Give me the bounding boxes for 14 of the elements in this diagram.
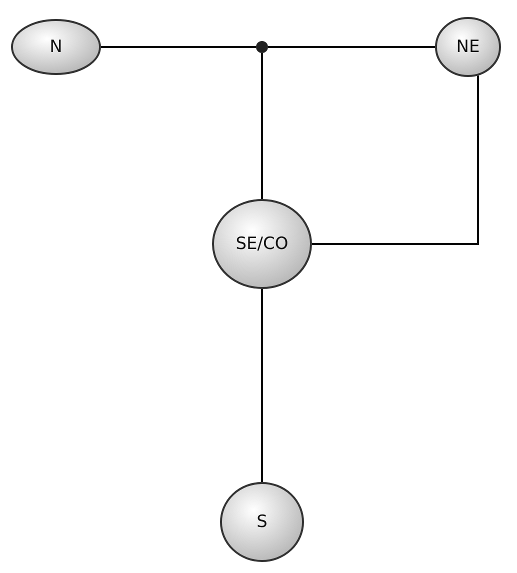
node-label: SE/CO (236, 234, 288, 254)
ellipse-node (220, 482, 304, 562)
ellipse-node (11, 19, 101, 75)
ellipse-node (212, 199, 312, 289)
connector-line (268, 46, 435, 48)
junction-dot (256, 41, 268, 53)
node-label: S (256, 512, 268, 532)
connector-line (261, 289, 263, 482)
ellipse-node (435, 17, 501, 77)
node-label: N (50, 37, 62, 57)
connector-line (312, 76, 479, 245)
connector-line (101, 46, 256, 48)
node-label: NE (456, 37, 480, 57)
connector-line (261, 53, 263, 199)
